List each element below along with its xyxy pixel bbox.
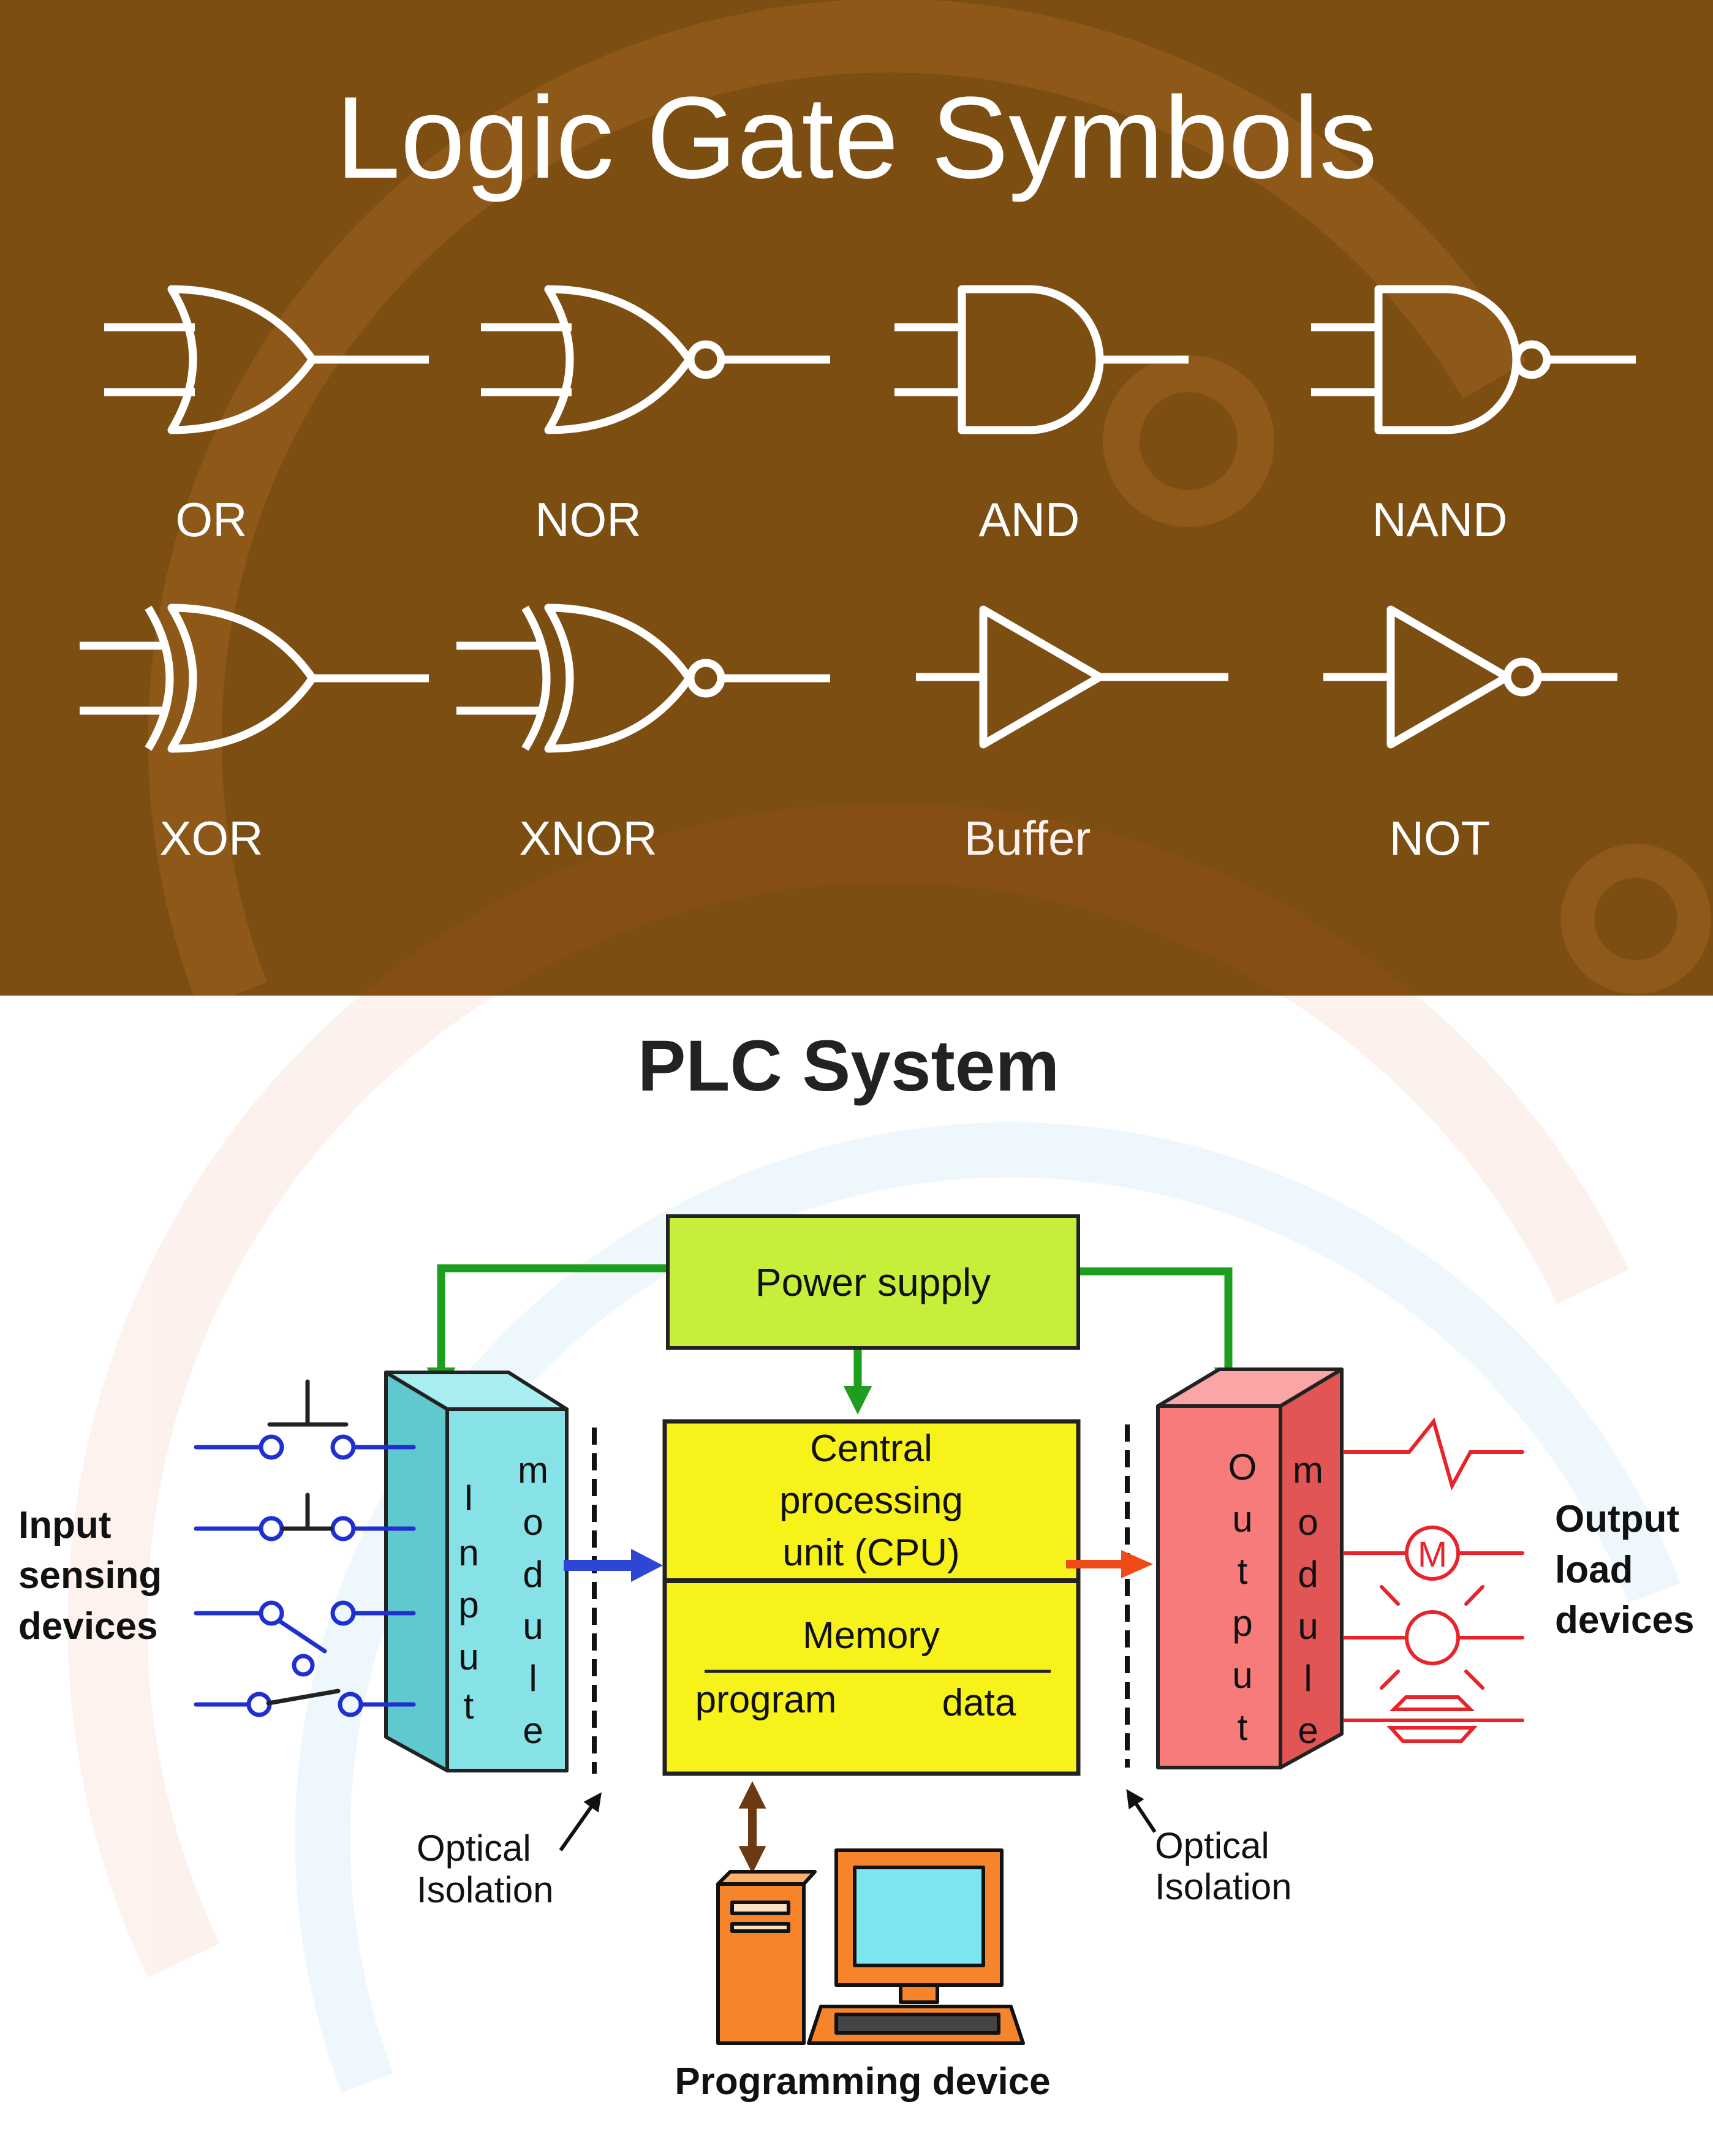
gate-label-buffer: Buffer [964,811,1091,865]
cpu-label-line2: processing [779,1480,963,1522]
gate-label-and: AND [979,493,1080,547]
svg-text:n: n [458,1532,478,1573]
optical-isolation-pointers [559,1789,1157,1852]
svg-text:l: l [529,1658,537,1699]
svg-text:p: p [1232,1603,1252,1644]
output-devices-line2: load [1555,1549,1633,1591]
plc-panel: PLC System Power supply Central processi… [0,803,1713,2153]
plc-title: PLC System [638,1026,1060,1106]
power-supply-box: Power supply [666,1214,1080,1350]
cpu-box: Central processing unit (CPU) Memory pro… [662,1419,1081,1776]
svg-text:m: m [1293,1450,1323,1491]
gate-label-nand: NAND [1372,493,1507,547]
input-devices-line3: devices [18,1605,158,1647]
motor-symbol-label: M [1418,1535,1447,1575]
svg-text:t: t [1238,1551,1248,1592]
power-lines [426,1264,1243,1415]
cpu-label-line1: Central [810,1428,932,1470]
input-switches [194,1379,416,1717]
output-data-arrow [1066,1550,1153,1578]
output-loads [1343,1417,1524,1743]
switch-icon [194,1492,416,1541]
logic-gates-panel: Logic Gate Symbols OR NOR AND NAND XOR X… [0,0,1713,1009]
memory-label: Memory [803,1614,940,1657]
heater-icon [1343,1417,1524,1491]
svg-text:d: d [523,1554,543,1595]
logic-gates-title: Logic Gate Symbols [336,73,1377,203]
svg-text:I: I [464,1477,474,1518]
logic-gates-background [0,0,1713,996]
svg-text:O: O [1228,1447,1257,1488]
programming-device-icon [716,1848,1025,2045]
svg-text:u: u [1298,1606,1318,1647]
switch-icon [194,1600,416,1677]
output-devices-line3: devices [1555,1599,1695,1641]
svg-text:u: u [523,1606,543,1647]
horn-icon [1343,1695,1524,1743]
switch-icon [194,1689,416,1717]
svg-text:u: u [458,1636,478,1678]
svg-text:t: t [464,1685,474,1727]
input-devices-line1: Input [18,1504,112,1546]
gate-label-xnor: XNOR [519,811,657,865]
svg-text:e: e [1298,1710,1318,1751]
programming-device-label: Programming device [675,2060,1050,2103]
lamp-icon [1343,1585,1524,1690]
memory-program-label: program [695,1679,837,1721]
svg-text:m: m [518,1450,548,1491]
svg-text:e: e [523,1710,543,1751]
motor-icon [1343,1526,1524,1581]
optical-isolation-barriers [592,1424,1130,1774]
optical-isolation-left-line1: Optical [417,1828,531,1869]
gate-label-or: OR [176,493,248,547]
optical-isolation-right-line2: Isolation [1155,1866,1291,1907]
watermark-logo-icon [67,803,1681,2093]
switch-icon [194,1379,416,1460]
cpu-label-line3: unit (CPU) [782,1532,959,1574]
output-module [1156,1367,1344,1769]
gate-label-nor: NOR [535,493,641,547]
optical-isolation-right-line1: Optical [1155,1825,1269,1866]
svg-text:t: t [1238,1707,1248,1748]
input-module [384,1371,569,1772]
optical-isolation-left-line2: Isolation [417,1869,553,1910]
svg-text:p: p [458,1584,478,1625]
svg-text:u: u [1232,1499,1252,1540]
memory-data-label: data [942,1682,1016,1724]
power-supply-label: Power supply [755,1260,991,1304]
svg-text:d: d [1298,1554,1318,1595]
svg-text:u: u [1232,1655,1252,1696]
gate-label-xor: XOR [159,811,263,865]
svg-text:l: l [1304,1658,1312,1699]
input-devices-line2: sensing [18,1554,162,1597]
gate-label-not: NOT [1390,811,1491,865]
input-data-arrow [564,1549,663,1582]
output-module-label: O u t p u t m o d u l e [1228,1447,1323,1751]
svg-text:o: o [523,1502,543,1543]
output-devices-line1: Output [1555,1498,1679,1540]
input-module-label: I n p u t m o d u l e [458,1450,548,1751]
svg-text:o: o [1298,1502,1318,1543]
